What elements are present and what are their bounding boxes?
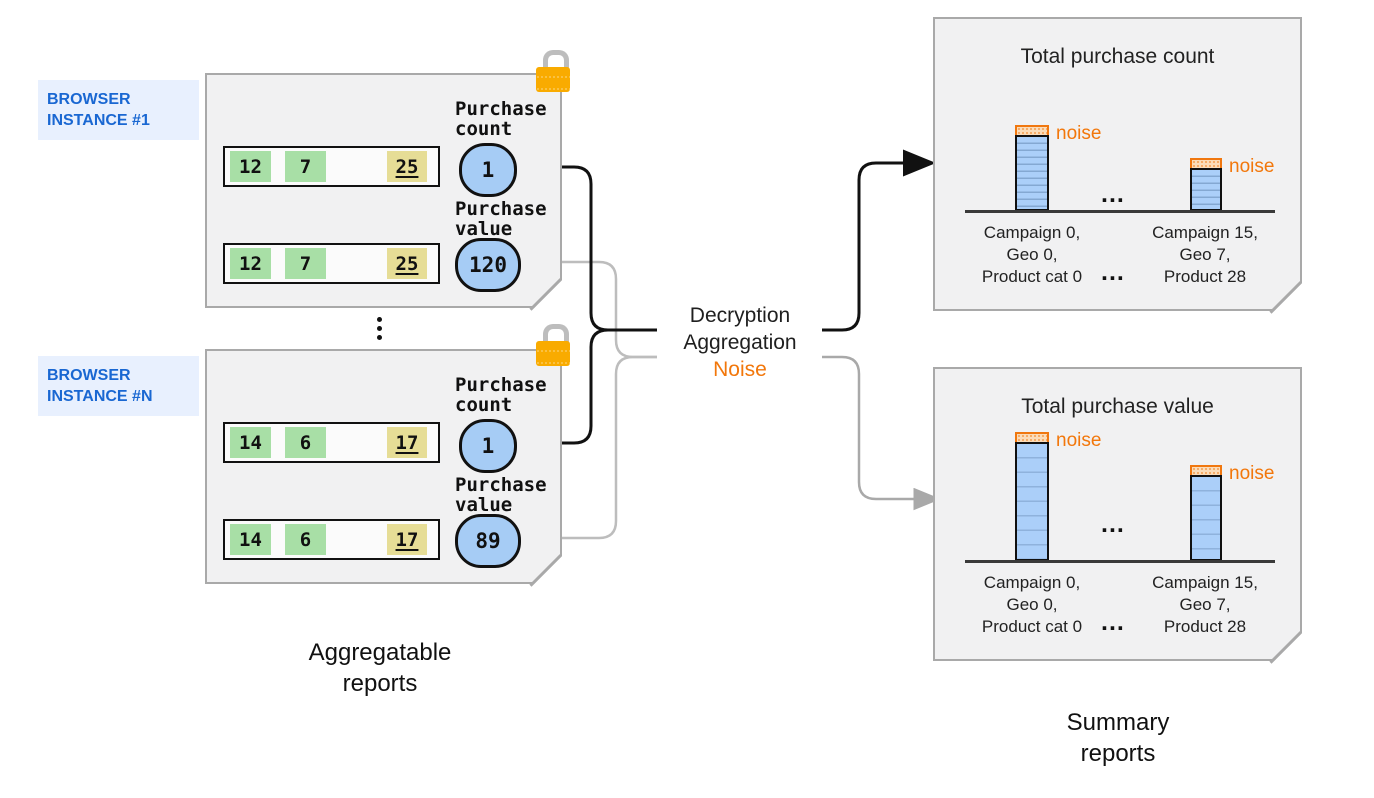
lock-shackle (543, 324, 569, 351)
bucket-chip: 14 (230, 524, 271, 555)
folded-corner (533, 555, 563, 585)
x-tick-label: Campaign 15, Geo 7, Product 28 (1152, 223, 1258, 286)
x-tick-label: Campaign 15, Geo 7, Product 28 (1152, 573, 1258, 636)
bucket-chip: 14 (230, 427, 271, 458)
aggregatable-reports-caption: Aggregatable reports (308, 639, 452, 697)
bar-campaign15 (1190, 475, 1222, 561)
lock-body (536, 67, 570, 92)
x-axis (965, 560, 1275, 563)
histogram-row: 12 7 25 (223, 146, 440, 187)
bucket-chip-highlight: 17 (387, 524, 427, 555)
bucket-chip-highlight: 25 (387, 151, 427, 182)
folded-corner (1273, 282, 1303, 312)
folded-corner (533, 279, 563, 309)
purchase-value-pill: 120 (455, 238, 521, 292)
x-axis (965, 210, 1275, 213)
noise-annotation: noise (1056, 430, 1102, 451)
vertical-ellipsis-icon (377, 317, 382, 340)
bucket-chip: 7 (285, 248, 326, 279)
summary-title: Total purchase count (1020, 45, 1215, 68)
processing-step-label: Decryption Aggregation Noise (640, 302, 840, 383)
chart-ellipsis: ... (1101, 510, 1125, 538)
purchase-count-pill: 1 (459, 419, 517, 473)
browser-instance-1-label: BROWSER INSTANCE #1 (38, 80, 199, 140)
lock-shackle (543, 50, 569, 77)
histogram-row: 12 7 25 (223, 243, 440, 284)
purchase-value-label: Purchase value (455, 474, 547, 516)
bucket-chip: 6 (285, 524, 326, 555)
bar-campaign0 (1015, 135, 1049, 211)
browser-instance-n-label: BROWSER INSTANCE #N (38, 356, 199, 416)
purchase-value-pill: 89 (455, 514, 521, 568)
x-tick-label: Campaign 0, Geo 0, Product cat 0 (981, 573, 1083, 636)
summary-title: Total purchase value (1021, 395, 1214, 418)
summary-report-value: Total purchase value noise ... noise Cam… (933, 367, 1303, 663)
bucket-chip-highlight: 17 (387, 427, 427, 458)
noise-segment (1190, 158, 1222, 170)
purchase-count-label: Purchase count (455, 374, 547, 416)
noise-label: Noise (713, 358, 767, 381)
summary-report-count: Total purchase count noise ... noise Cam… (933, 17, 1303, 313)
bucket-chip: 7 (285, 151, 326, 182)
bucket-chip: 6 (285, 427, 326, 458)
lock-body (536, 341, 570, 366)
lock-icon (536, 48, 570, 92)
chart-ellipsis: ... (1101, 180, 1125, 208)
bar-campaign15 (1190, 168, 1222, 211)
purchase-value-label: Purchase value (455, 198, 547, 240)
purchase-count-label: Purchase count (455, 98, 547, 140)
bucket-chip: 12 (230, 151, 271, 182)
noise-annotation: noise (1229, 156, 1275, 177)
bar-campaign0 (1015, 442, 1049, 561)
noise-annotation: noise (1056, 123, 1102, 144)
decryption-label: Decryption (689, 304, 791, 327)
histogram-row: 14 6 17 (223, 422, 440, 463)
x-tick-label: Campaign 0, Geo 0, Product cat 0 (981, 223, 1083, 286)
histogram-row: 14 6 17 (223, 519, 440, 560)
aggregation-label: Aggregation (683, 331, 797, 354)
aggregatable-report-card-n: Purchase count 14 6 17 1 Purchase value … (205, 349, 563, 586)
purchase-count-pill: 1 (459, 143, 517, 197)
label-ellipsis: ... (1101, 608, 1125, 636)
label-ellipsis: ... (1101, 258, 1125, 286)
lock-icon (536, 322, 570, 366)
bucket-chip: 12 (230, 248, 271, 279)
summary-reports-caption: Summary reports (1066, 709, 1170, 767)
bucket-chip-highlight: 25 (387, 248, 427, 279)
aggregatable-report-card-1: Purchase count 12 7 25 1 Purchase value … (205, 73, 563, 310)
noise-annotation: noise (1229, 463, 1275, 484)
folded-corner (1273, 632, 1303, 662)
